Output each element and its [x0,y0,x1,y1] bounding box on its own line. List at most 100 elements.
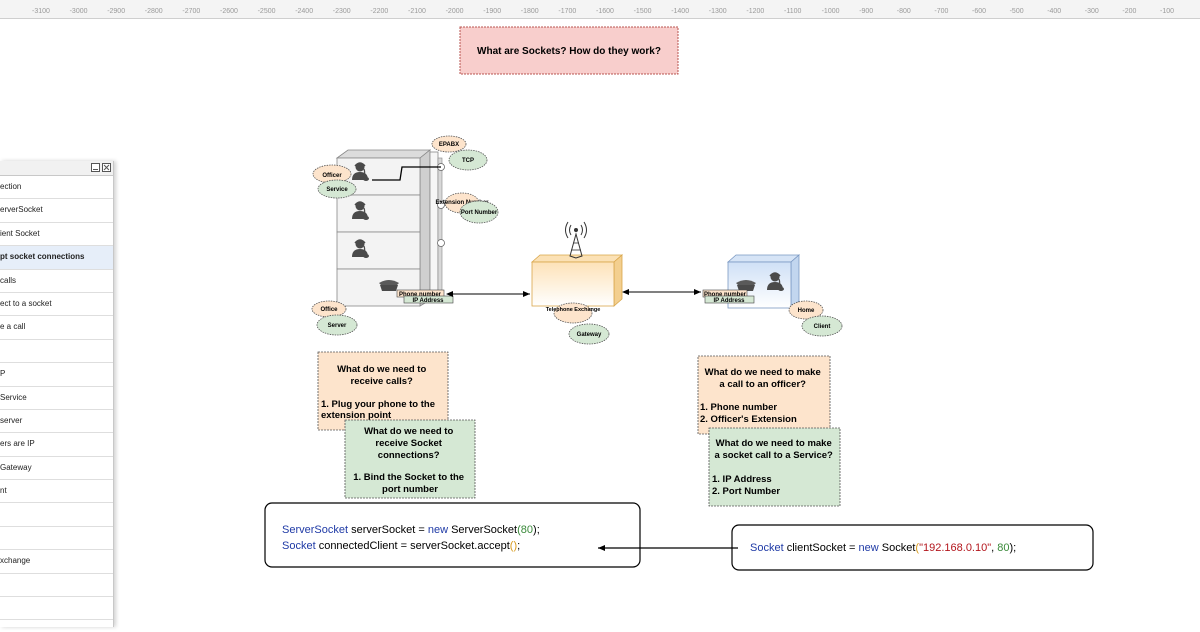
antenna-icon [565,221,587,259]
title-text: What are Sockets? How do they work? [477,46,661,57]
server-code-box[interactable]: ServerSocket serverSocket = new ServerSo… [264,502,641,568]
ruler-tick-label: -500 [1009,8,1024,15]
outline-item[interactable]: server [0,410,113,434]
title-box[interactable] [459,26,679,75]
ruler-tick-label: -2200 [370,8,389,15]
outline-item[interactable]: calls [0,270,113,293]
ruler-tick-label: -1300 [708,8,727,15]
diagram-canvas[interactable]: What are Sockets? How do they work? EPAB… [0,18,1200,627]
svg-text:Port Number: Port Number [461,210,498,216]
note-socket-call[interactable]: What do we need to make a socket call to… [708,427,841,507]
svg-text:Service: Service [326,187,348,193]
ruler-tick-label: -300 [1084,8,1099,15]
ruler-tick-label: -600 [972,8,987,15]
ruler-tick-label: -3000 [69,8,88,15]
ruler-tick-label: -2400 [295,8,314,15]
server-code-line-2: Socket connectedClient = serverSocket.ac… [282,540,520,552]
gateway-cloud: Gateway [568,323,610,345]
ruler-tick-label: -900 [859,8,874,15]
outline-item[interactable]: Service [0,387,113,410]
office-phone-icon [379,280,399,291]
ruler-tick-label: -2900 [107,8,126,15]
outline-item[interactable]: ient Socket [0,223,113,247]
ruler-tick-label: -1400 [671,8,690,15]
ruler-tick-label: -2600 [220,8,238,15]
ruler-tick-label: -700 [934,8,949,15]
outline-item[interactable] [0,527,113,551]
outline-item[interactable]: P [0,363,113,387]
ruler-tick-label: -1700 [558,8,577,15]
svg-text:Gateway: Gateway [577,332,602,338]
service-cloud: Service [317,179,357,199]
svg-text:What do we need to recei: What do we need to receive calls? 1. Plu… [321,364,438,421]
svg-text:Extension Number: Extension Number [435,200,489,206]
outline-item[interactable] [0,340,113,364]
epabx-switch[interactable] [429,151,445,293]
epabx-cloud: EPABX [431,135,467,153]
ruler-tick-label: -1600 [596,8,614,15]
outline-item[interactable]: Gateway [0,457,113,481]
svg-text:IP Address: IP Address [412,298,444,304]
outline-item[interactable]: ect to a socket [0,293,113,317]
svg-text:Home: Home [798,308,815,314]
panel-header [0,161,113,176]
ruler-tick-label: -200 [1122,8,1137,15]
svg-text:Telephone Exchange: Telephone Exchange [546,307,601,313]
ruler-tick-label: -2100 [408,8,426,15]
outline-item[interactable] [0,503,113,527]
svg-text:Phone number: Phone number [704,292,747,298]
svg-text:Officer: Officer [322,173,342,179]
ruler-tick-label: -100 [1160,8,1175,15]
ruler-tick-label: -2500 [257,8,276,15]
ruler-tick-label: -1800 [520,8,539,15]
server-cloud: Server [316,314,358,336]
ruler-tick-label: -1500 [633,8,652,15]
ruler-tick-label: -2000 [445,8,464,15]
ruler-tick-label: -800 [896,8,911,15]
svg-text:Phone number: Phone number [399,292,442,298]
note-make-call[interactable]: What do we need to make a call to an off… [697,355,831,435]
outline-item[interactable] [0,574,113,598]
svg-text:Office: Office [320,307,338,313]
ruler-tick-label: -1000 [821,8,840,15]
officer-line [372,166,441,181]
ip-address-label-right: IP Address [704,295,755,304]
port-number-cloud: Port Number [459,200,499,224]
svg-text:What do we need to make: What do we need to make a socket call to… [712,438,835,497]
outline-item[interactable]: erverSocket [0,199,113,223]
client-code-box[interactable]: Socket clientSocket = new Socket("192.16… [731,524,1094,571]
ruler-tick-label: -2700 [182,8,201,15]
maximize-button[interactable] [91,163,100,172]
server-code-line-1: ServerSocket serverSocket = new ServerSo… [282,524,540,536]
telephone-exchange-cloud: Telephone Exchange [546,302,601,324]
svg-text:Server: Server [328,323,347,329]
outline-item[interactable]: pt socket connections [0,246,113,270]
svg-text:IP Address: IP Address [713,298,745,304]
ruler-tick-label: -3100 [32,8,50,15]
ruler-tick-label: -2300 [332,8,351,15]
ruler-tick-label: -1900 [483,8,502,15]
tcp-cloud: TCP [448,149,488,171]
outline-item[interactable]: e a call [0,316,113,340]
outline-item[interactable]: nt [0,480,113,504]
home-phone-icon [736,280,756,291]
outline-item[interactable]: ers are IP [0,433,113,457]
outline-item[interactable] [0,597,113,621]
svg-text:Client: Client [814,324,831,330]
outline-item[interactable]: xchange [0,550,113,574]
note-receive-sockets[interactable]: What do we need to receive Socket connec… [344,419,476,499]
horizontal-ruler: -3100-3000-2900-2800-2700-2600-2500-2400… [0,0,1200,19]
telephone-exchange[interactable] [530,254,624,307]
svg-text:TCP: TCP [462,158,474,164]
outline-item[interactable]: ection [0,176,113,200]
client-cloud: Client [801,315,843,337]
svg-text:What do we need to make: What do we need to make a call to an off… [700,367,823,425]
close-button[interactable] [102,163,111,172]
note-receive-calls[interactable]: What do we need to receive calls? 1. Plu… [317,351,449,431]
home-cloud: Home [788,300,824,320]
ruler-tick-label: -1200 [746,8,765,15]
svg-text:EPABX: EPABX [439,142,459,148]
ruler-tick-label: -400 [1047,8,1062,15]
